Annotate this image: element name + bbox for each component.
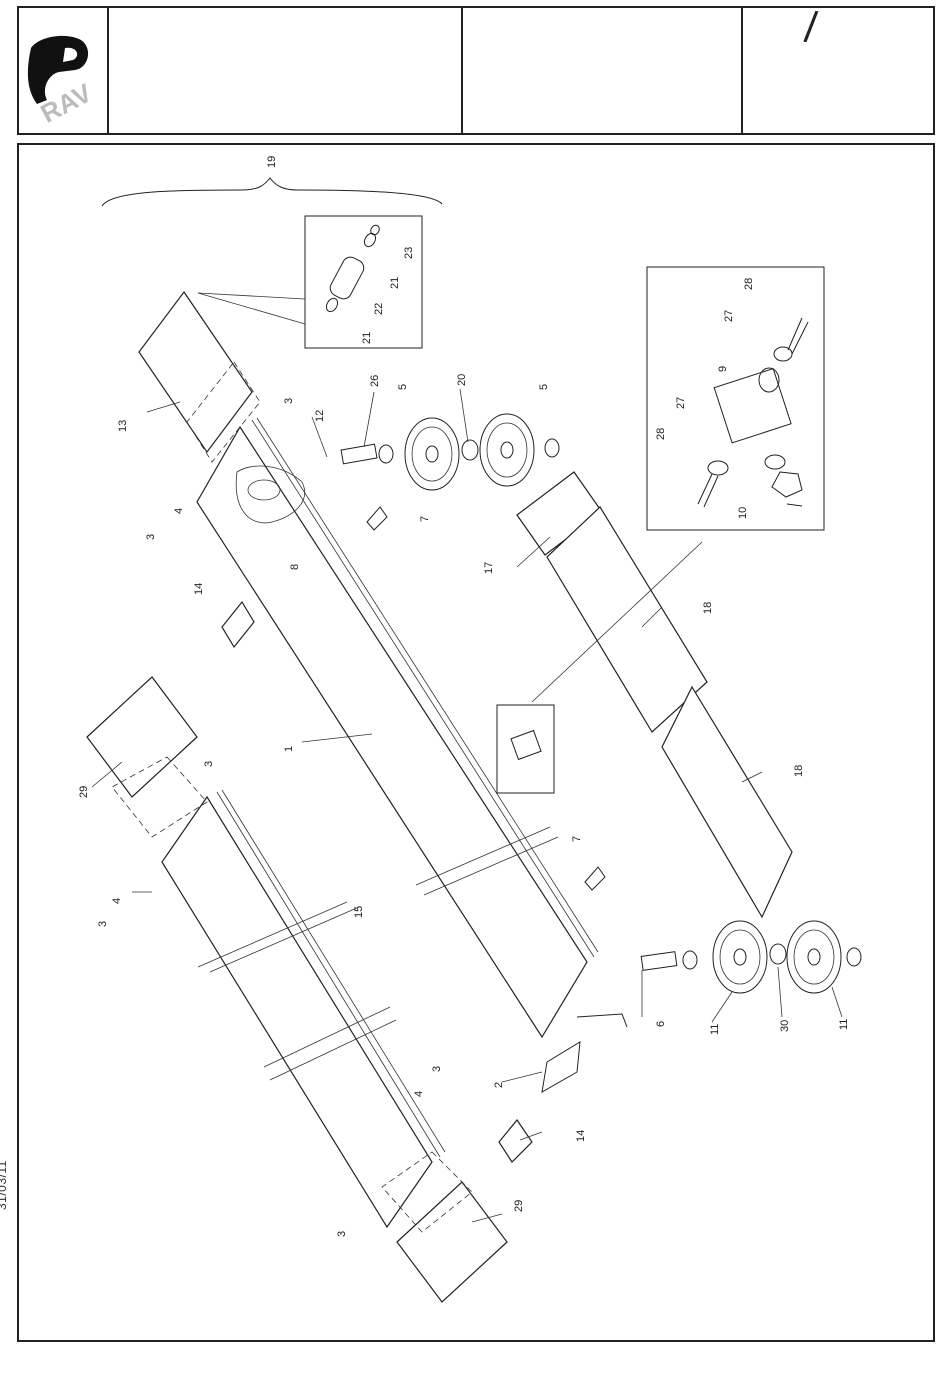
callout-30: 30 <box>779 1020 791 1032</box>
callout-27b: 27 <box>675 397 687 409</box>
callout-1: 1 <box>283 746 295 752</box>
inset-block-detail <box>647 267 824 530</box>
side-plate-15 <box>162 797 432 1227</box>
callout-18b: 18 <box>793 765 805 777</box>
callout-4c: 4 <box>413 1091 425 1097</box>
bracket-plate-29b <box>397 1182 507 1302</box>
callout-8: 8 <box>289 564 301 570</box>
callout-11b: 11 <box>838 1019 850 1030</box>
callout-17: 17 <box>483 562 495 574</box>
callout-2: 2 <box>493 1082 505 1088</box>
revision-date: 31/03/11 <box>0 1160 9 1210</box>
bracket-14a <box>222 602 254 647</box>
callout-27a: 27 <box>723 310 735 322</box>
callout-3e: 3 <box>431 1066 443 1072</box>
callout-4b: 4 <box>111 898 123 904</box>
callout-22: 22 <box>373 303 385 315</box>
page-cell: / <box>743 8 933 133</box>
callout-3f: 3 <box>336 1231 348 1237</box>
callout-14b: 14 <box>575 1130 587 1142</box>
callout-21b: 21 <box>389 277 401 289</box>
callout-7a: 7 <box>419 516 431 522</box>
callout-14a: 14 <box>193 583 205 595</box>
callout-23: 23 <box>403 247 415 259</box>
callout-12: 12 <box>314 410 326 422</box>
callout-29a: 29 <box>78 786 90 798</box>
callout-10: 10 <box>737 507 749 519</box>
code-cell <box>463 8 743 133</box>
callout-7b: 7 <box>571 836 583 842</box>
callout-11a: 11 <box>709 1024 721 1035</box>
callout-9: 9 <box>717 366 729 372</box>
callout-28a: 28 <box>743 278 755 290</box>
rav-logo: RAV <box>19 8 107 133</box>
callout-3d: 3 <box>97 921 109 927</box>
title-cell <box>109 8 463 133</box>
group-brace-19 <box>102 178 442 206</box>
callout-5b: 5 <box>538 384 550 390</box>
inset-block-small <box>497 705 554 793</box>
callout-15: 15 <box>353 906 365 918</box>
callout-29b: 29 <box>513 1200 525 1212</box>
callout-19: 19 <box>266 156 278 168</box>
logo-cell: RAV <box>19 8 109 133</box>
callout-3c: 3 <box>203 761 215 767</box>
callout-26: 26 <box>369 375 381 387</box>
pulley-group-upper <box>341 414 559 490</box>
pulley-group-lower <box>641 921 861 993</box>
plate-18b <box>662 687 792 917</box>
callout-6: 6 <box>655 1021 667 1027</box>
plate-18a <box>547 507 707 732</box>
callout-20: 20 <box>456 374 468 386</box>
callout-3b: 3 <box>145 534 157 540</box>
callout-5a: 5 <box>397 384 409 390</box>
exploded-parts-diagram: 1 2 3 3 3 3 3 3 4 4 4 5 5 6 7 7 8 9 10 1… <box>17 143 935 1342</box>
bracket-plate-29a <box>87 677 197 797</box>
callout-28b: 28 <box>655 428 667 440</box>
page-indicator: / <box>802 3 819 54</box>
inset-roller-detail <box>305 216 422 348</box>
callout-4a: 4 <box>173 508 185 514</box>
callout-18a: 18 <box>702 602 714 614</box>
cover-plate-13 <box>139 292 252 452</box>
diagram-canvas: 1 2 3 3 3 3 3 3 4 4 4 5 5 6 7 7 8 9 10 1… <box>19 145 933 1340</box>
bracket-14b <box>499 1120 532 1162</box>
callout-21a: 21 <box>361 332 373 344</box>
bracket-2 <box>542 1014 627 1092</box>
callout-3a: 3 <box>283 398 295 404</box>
clip-7b <box>585 867 605 890</box>
callout-13: 13 <box>117 420 129 432</box>
title-block: RAV / <box>17 6 935 135</box>
clip-7a <box>367 507 387 530</box>
